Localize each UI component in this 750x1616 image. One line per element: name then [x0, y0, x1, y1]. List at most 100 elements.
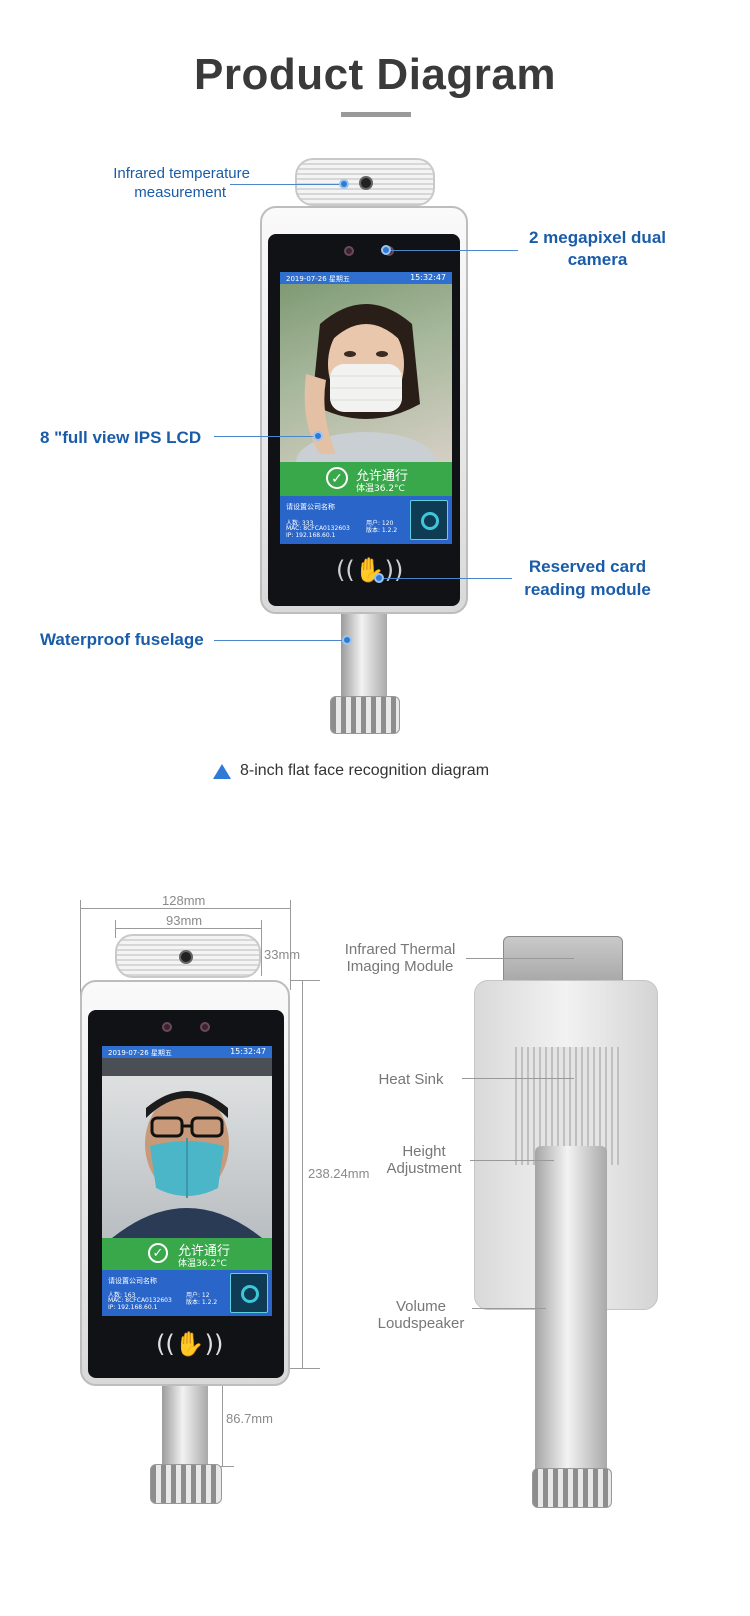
dimension-line: [261, 936, 262, 976]
callout-card-line2: reading module: [524, 580, 651, 599]
info-left-1: MAC: 8CFCA0132603: [108, 1297, 172, 1304]
pass-text: 允许通行: [178, 1244, 231, 1259]
label-speaker-line1: Volume: [395, 1298, 447, 1315]
info-right-0: 用户: 120: [366, 520, 394, 527]
info-left-1: MAC: 8CFCA0132603: [286, 525, 350, 532]
nfc-card-reader-icon: ((✋)): [336, 556, 404, 584]
temperature-sensor: [295, 158, 435, 206]
dimension-width-total: 128mm: [162, 893, 206, 908]
company-name: 请设置公司名称: [286, 503, 335, 511]
check-circle-icon: ✓: [326, 467, 348, 489]
screen-date: 2019-07-26 星期五: [286, 275, 350, 283]
face-photo: [102, 1058, 272, 1238]
dimension-line: [80, 908, 290, 909]
info-panel: 请设置公司名称 人数: 333 MAC: 8CFCA0132603 IP: 19…: [280, 496, 452, 544]
height-adjustment-pole: [535, 1146, 607, 1486]
triangle-icon: [213, 764, 231, 779]
pointer-line: [470, 1160, 554, 1161]
dimension-line: [115, 928, 261, 929]
screen-time: 15:32:47: [410, 273, 446, 282]
company-name: 请设置公司名称: [108, 1277, 157, 1285]
device-base: [330, 696, 400, 734]
temperature-text: 体温36.2°C: [356, 484, 405, 494]
callout-fuselage: Waterproof fuselage: [40, 630, 204, 649]
device-base: [532, 1468, 612, 1508]
pointer-line: [462, 1078, 574, 1079]
camera-lens-icon: [162, 1022, 172, 1032]
callout-dot: [339, 179, 349, 189]
device-pole: [341, 614, 387, 698]
callout-line: [384, 578, 512, 579]
label-speaker-line2: Loudspeaker: [377, 1315, 465, 1332]
diagram-caption: 8-inch flat face recognition diagram: [240, 762, 490, 779]
callout-camera-line1: 2 megapixel dual: [529, 228, 666, 247]
lcd-screen: 2019-07-26 星期五 15:32:47 ✓ 允许通行: [102, 1046, 272, 1316]
qr-logo-icon: [410, 500, 448, 540]
device-panel: 2019-07-26 星期五 15:32:47: [268, 234, 460, 606]
screen-date: 2019-07-26 星期五: [108, 1049, 172, 1057]
nfc-card-reader-icon: ((✋)): [156, 1330, 224, 1358]
dimension-body-height: 238.24mm: [308, 1166, 370, 1181]
callout-line: [230, 184, 342, 185]
callout-line: [390, 250, 518, 251]
info-panel: 请设置公司名称 人数: 163 MAC: 8CFCA0132603 IP: 19…: [102, 1270, 272, 1316]
dimension-pole-height: 86.7mm: [226, 1411, 273, 1426]
info-right-1: 版本: 1.2.2: [186, 1299, 218, 1306]
temperature-text: 体温36.2°C: [178, 1259, 227, 1269]
label-thermal-line1: Infrared Thermal: [344, 941, 456, 958]
label-volume-loudspeaker: Volume Loudspeaker: [366, 1298, 476, 1332]
callout-card-line1: Reserved card: [528, 557, 647, 576]
callout-card: Reserved card reading module: [515, 555, 660, 601]
device-panel: 2019-07-26 星期五 15:32:47 ✓ 允许通行: [88, 1010, 284, 1378]
device-pole: [162, 1386, 208, 1466]
device-body: 2019-07-26 星期五 15:32:47 ✓ 允许通行: [80, 980, 290, 1386]
heat-sink: [515, 1047, 619, 1165]
info-left-0: 人数: 333: [286, 520, 314, 527]
device-body: 2019-07-26 星期五 15:32:47: [260, 206, 468, 614]
label-thermal-module: Infrared Thermal Imaging Module: [330, 941, 470, 975]
dimension-line: [115, 920, 116, 938]
dimension-sensor-height: 33mm: [264, 947, 301, 962]
callout-line: [214, 640, 344, 641]
sensor-lens-icon: [179, 950, 193, 964]
face-photo: [280, 284, 452, 492]
pass-status-bar: ✓ 允许通行 体温36.2°C: [102, 1238, 272, 1270]
screen-time: 15:32:47: [230, 1047, 266, 1056]
page-title: Product Diagram: [193, 50, 556, 99]
sensor-lens-icon: [359, 176, 373, 190]
dimension-line: [261, 920, 262, 938]
temperature-sensor: [115, 934, 261, 978]
label-thermal-line2: Imaging Module: [346, 958, 454, 975]
callout-dot: [374, 573, 384, 583]
dimension-line: [290, 980, 320, 981]
qr-logo-icon: [230, 1273, 268, 1313]
camera-lens-icon: [200, 1022, 210, 1032]
camera-lens-icon: [344, 246, 354, 256]
callout-infrared-line1: Infrared temperature: [113, 165, 250, 182]
info-right-1: 版本: 1.2.2: [366, 527, 398, 534]
dimension-line: [302, 980, 303, 1368]
dimension-line: [290, 900, 291, 990]
callout-lcd: 8 "full view IPS LCD: [40, 428, 202, 447]
pointer-line: [472, 1308, 546, 1309]
callout-dot: [313, 431, 323, 441]
label-height-line2: Adjustment: [386, 1160, 462, 1177]
info-left-2: IP: 192.168.60.1: [108, 1304, 158, 1311]
callout-infrared: Infrared temperature measurement: [60, 164, 250, 202]
device-base: [150, 1464, 222, 1504]
screen-status-bar: 2019-07-26 星期五 15:32:47: [102, 1046, 272, 1058]
dimension-line: [222, 1370, 223, 1466]
pass-text: 允许通行: [356, 469, 409, 484]
label-height-adjustment: Height Adjustment: [374, 1143, 474, 1177]
lcd-screen: 2019-07-26 星期五 15:32:47: [280, 272, 452, 544]
callout-camera-line2: camera: [567, 250, 628, 269]
screen-status-bar: 2019-07-26 星期五 15:32:47: [280, 272, 452, 284]
callout-dot: [342, 635, 352, 645]
dimension-width-sensor: 93mm: [166, 913, 203, 928]
dimension-line: [210, 1466, 234, 1467]
label-height-line1: Height: [402, 1143, 446, 1160]
callout-infrared-line2: measurement: [134, 184, 226, 201]
callout-dot: [381, 245, 391, 255]
callout-camera: 2 megapixel dual camera: [510, 227, 685, 271]
dimension-line: [80, 900, 81, 1000]
